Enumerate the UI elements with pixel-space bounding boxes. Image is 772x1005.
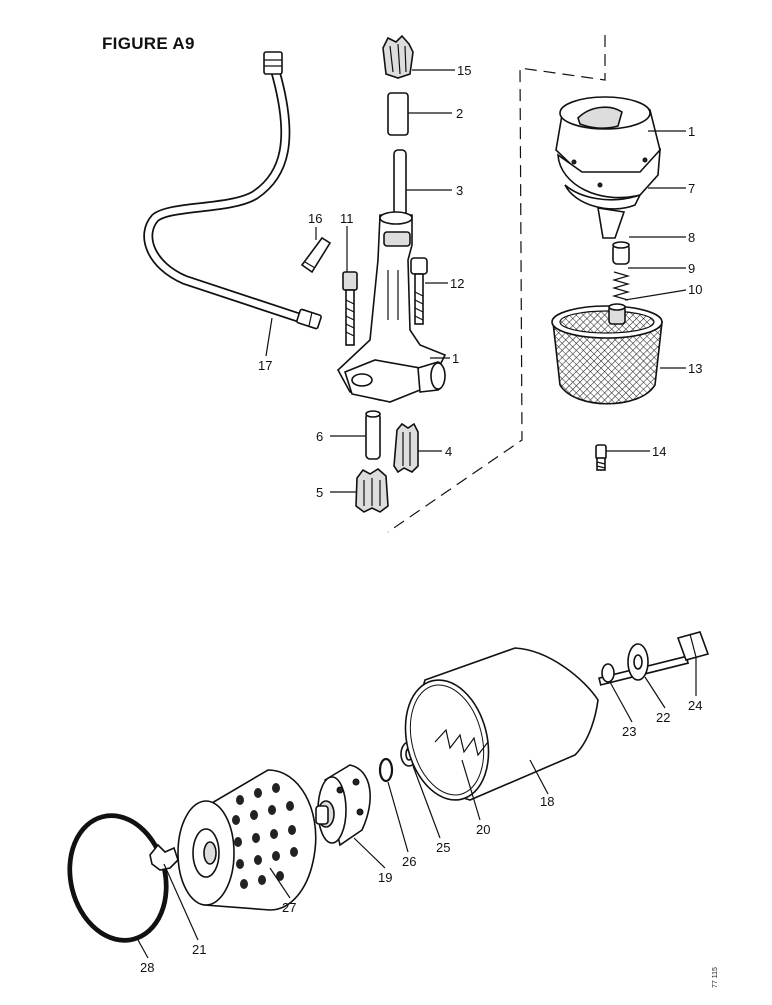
label-13: 13 [688, 361, 702, 376]
label-7: 7 [688, 181, 695, 196]
relief-valve [612, 241, 630, 265]
label-6: 6 [316, 429, 323, 444]
pump-cover [555, 96, 661, 239]
filter-bowl [404, 647, 599, 801]
label-19: 19 [378, 870, 392, 885]
label-2: 2 [456, 106, 463, 121]
label-27: 27 [282, 900, 296, 915]
label-21: 21 [192, 942, 206, 957]
label-20: 20 [476, 822, 490, 837]
label-10: 10 [688, 282, 702, 297]
sealing-ring [67, 813, 169, 943]
label-1-pump-cover: 1 [688, 124, 695, 139]
o-ring [378, 757, 394, 783]
label-1-pump-body: 1 [452, 351, 459, 366]
label-8: 8 [688, 230, 695, 245]
label-9: 9 [688, 261, 695, 276]
oil-strainer [551, 303, 663, 405]
plug-pin [300, 236, 332, 274]
drive-shaft [393, 149, 407, 217]
label-12: 12 [450, 276, 464, 291]
bowl-spring [434, 728, 489, 757]
label-11: 11 [340, 211, 354, 226]
pressure-plate [149, 843, 179, 871]
label-24: 24 [688, 698, 702, 713]
drawing-reference: 77 115 [712, 967, 719, 988]
label-16: 16 [308, 211, 322, 226]
idler-spindle [365, 410, 381, 460]
drive-gear [382, 34, 414, 79]
figure-title: FIGURE A9 [102, 34, 195, 53]
label-3: 3 [456, 183, 463, 198]
pump-gear-drive [355, 468, 389, 513]
centre-bolt [598, 631, 710, 686]
label-15: 15 [457, 63, 471, 78]
label-22: 22 [656, 710, 670, 725]
relief-spring [611, 271, 631, 301]
label-23: 23 [622, 724, 636, 739]
sleeve [387, 92, 409, 136]
pump-body [337, 211, 447, 403]
label-28: 28 [140, 960, 154, 975]
screw [595, 444, 607, 471]
bolt-long [342, 271, 358, 346]
bolt-medium [410, 257, 428, 325]
seal-23 [601, 663, 615, 683]
filter-valve [315, 764, 371, 847]
label-4: 4 [445, 444, 452, 459]
filter-element [177, 769, 317, 911]
label-14: 14 [652, 444, 666, 459]
pump-gear-driven [393, 422, 419, 474]
oil-pipe [143, 51, 322, 330]
label-25: 25 [436, 840, 450, 855]
leader-lines [137, 69, 697, 959]
label-18: 18 [540, 794, 554, 809]
dashed-boundary [387, 35, 606, 533]
label-17: 17 [258, 358, 272, 373]
label-26: 26 [402, 854, 416, 869]
label-5: 5 [316, 485, 323, 500]
